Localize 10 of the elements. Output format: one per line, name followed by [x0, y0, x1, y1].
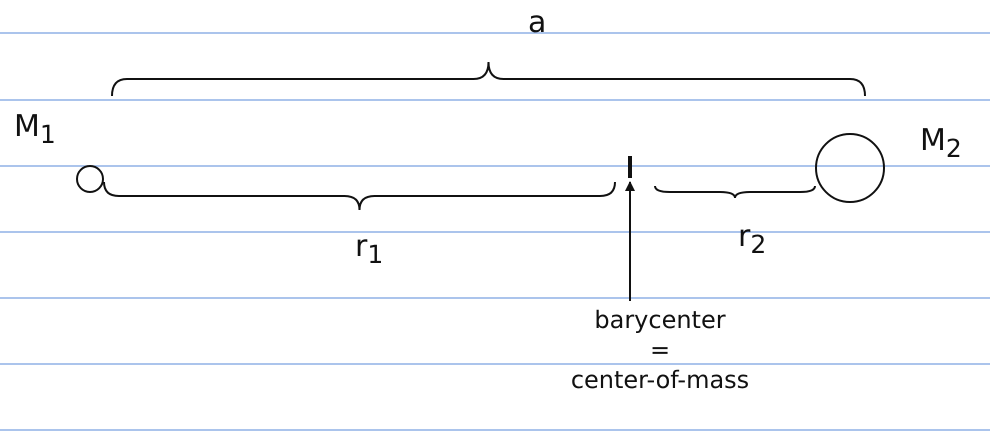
mass-label: M$_{1}$: [14, 112, 56, 147]
dimension-label: r$_{1}$: [355, 232, 384, 267]
mass-circle: [815, 133, 885, 203]
barycenter-mark: [628, 156, 632, 178]
dimension-label: r$_{2}$: [738, 222, 766, 257]
mass-circle: [76, 165, 104, 193]
note-text: barycenter = center-of-mass: [560, 305, 760, 395]
dimension-label: a: [528, 8, 546, 38]
leader-arrow: [625, 181, 635, 301]
mass-label: M$_{2}$: [920, 126, 962, 161]
